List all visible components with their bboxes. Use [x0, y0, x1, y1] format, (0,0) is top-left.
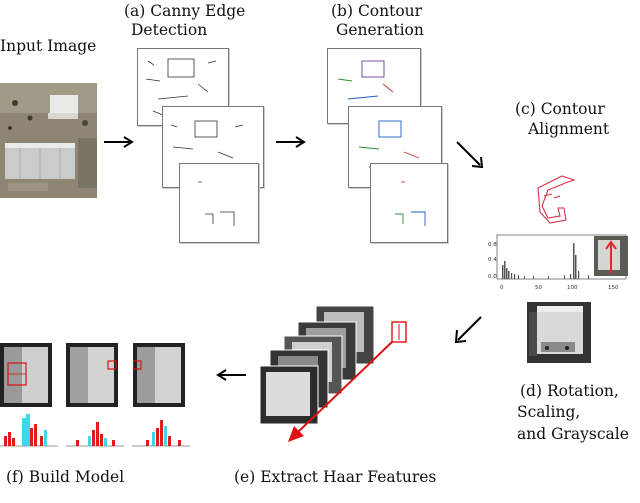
model-tile-1	[0, 343, 52, 407]
ytick-label: 0.4	[488, 257, 497, 263]
xtick-label: 100	[567, 285, 578, 291]
rotation-scaling-label: (d) Rotation,	[520, 382, 619, 400]
rotation-scaling-label-line2: Scaling,	[517, 403, 581, 421]
grayscale-building-image	[527, 302, 591, 363]
model-histograms	[0, 410, 190, 448]
canny-edge-card-3	[179, 163, 259, 243]
canny-label-line2: Detection	[131, 21, 208, 39]
ytick-label: 0.8	[488, 242, 497, 248]
rotation-scaling-label-line3: and Grayscale	[517, 425, 629, 443]
arrow-left-icon	[216, 369, 246, 381]
extract-haar-label: (e) Extract Haar Features	[234, 468, 437, 486]
contour-generation-label: (b) Contour	[331, 2, 423, 20]
input-image-label: Input Image	[0, 37, 97, 55]
arrow-right-icon	[276, 136, 306, 148]
model-tile-2	[66, 343, 118, 407]
arrow-right-icon	[104, 136, 134, 148]
input-aerial-image	[0, 83, 97, 198]
ytick-label: 0.0	[488, 274, 497, 280]
build-model-label: (f) Build Model	[6, 468, 125, 486]
contour-alignment-label-line2: Alignment	[528, 120, 610, 138]
contour-generation-label-line2: Generation	[336, 21, 424, 39]
xtick-label: 0	[500, 285, 504, 291]
xtick-label: 150	[608, 285, 619, 291]
contour-alignment-label: (c) Contour	[515, 100, 605, 118]
haar-feature-stack	[258, 300, 418, 446]
arrow-diagonal-icon	[454, 316, 482, 344]
rotation-inset-image	[594, 236, 628, 276]
aligned-contour-shape	[537, 175, 576, 224]
arrow-diagonal-icon	[456, 141, 484, 169]
xtick-label: 50	[535, 285, 542, 291]
canny-label: (a) Canny Edge	[124, 2, 246, 20]
contour-card-3	[370, 163, 448, 243]
model-tile-3	[133, 343, 185, 407]
